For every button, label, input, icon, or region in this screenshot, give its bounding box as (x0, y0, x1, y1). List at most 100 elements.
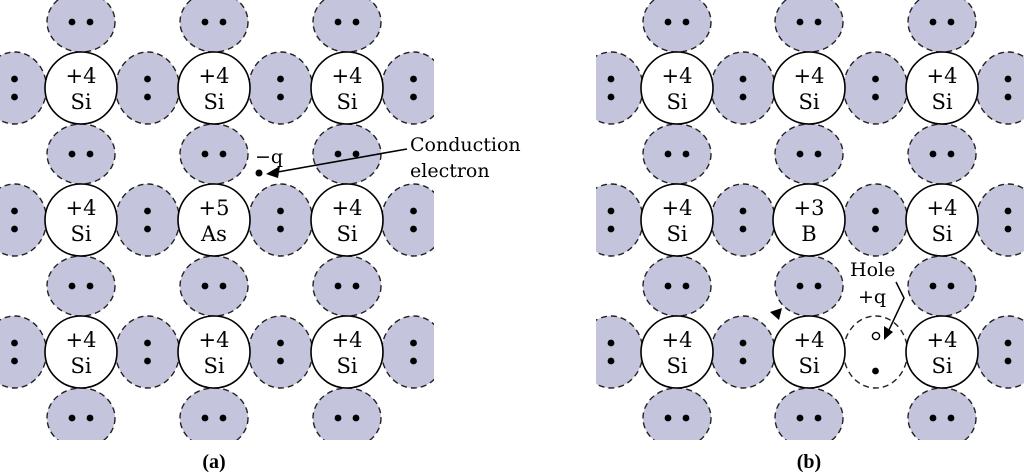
bond-lobe (596, 315, 644, 389)
atom-core (44, 315, 118, 389)
bond-lobe (380, 315, 434, 389)
valence-electron (872, 367, 879, 375)
valence-electron (814, 18, 822, 26)
atom-core (772, 183, 846, 257)
atom-symbol: Si (203, 90, 224, 114)
valence-electron (739, 339, 747, 347)
atom-charge: +4 (199, 64, 230, 88)
atom-symbol: Si (336, 90, 357, 114)
valence-electron (682, 150, 690, 158)
atom-core (640, 183, 714, 257)
atom-si: +4Si (905, 51, 979, 125)
valence-electron (144, 75, 151, 83)
atom-core (772, 51, 846, 125)
bond-lobe (596, 183, 644, 257)
bond-lobe (46, 123, 116, 185)
valence-electron (607, 357, 615, 365)
panel-a-atoms: +4Si+4Si+4Si+4Si+5As+4Si+4Si+4Si+4Si (44, 51, 384, 389)
callout-text-line2: electron (410, 160, 490, 182)
valence-electron (739, 225, 747, 233)
atom-si: +4Si (310, 315, 384, 389)
valence-electron (144, 207, 151, 215)
valence-electron (144, 339, 151, 347)
valence-electron (410, 207, 417, 215)
callout-text-line1: Conduction (410, 134, 521, 156)
valence-electron (947, 414, 955, 422)
valence-electron (201, 414, 209, 422)
bond-lobe (179, 0, 249, 53)
bond-lobe (179, 123, 249, 185)
atom-charge: +4 (66, 196, 97, 220)
bond-lobe (380, 183, 434, 257)
atom-si: +4Si (44, 51, 118, 125)
atom-symbol: Si (70, 222, 91, 246)
bond-lobe (774, 255, 844, 317)
valence-electron (68, 414, 76, 422)
panel-a-electrons (11, 18, 417, 422)
valence-electron (664, 414, 672, 422)
valence-electron (410, 93, 417, 101)
valence-electron (872, 207, 879, 215)
atom-core (310, 51, 384, 125)
valence-electron (144, 93, 151, 101)
atom-symbol: Si (666, 222, 687, 246)
valence-electron (144, 357, 151, 365)
atom-core (772, 315, 846, 389)
bond-lobe (0, 51, 48, 125)
electron-charge-label: −q (255, 146, 283, 168)
atom-si: +4Si (177, 315, 251, 389)
panel-b-atoms: +4Si+4Si+4Si+4Si+3B+4Si+4Si+4Si+4Si (640, 51, 979, 389)
valence-electron (219, 282, 227, 290)
bond-lobe (380, 51, 434, 125)
bond-lobe (247, 183, 314, 257)
bond-lobe (710, 315, 776, 389)
valence-electron (334, 414, 342, 422)
valence-electron (410, 75, 417, 83)
valence-electron (277, 93, 284, 101)
atom-charge: +5 (199, 196, 230, 220)
valence-electron (739, 93, 747, 101)
valence-electron (682, 282, 690, 290)
atom-charge: +4 (662, 196, 693, 220)
hole-pointer-arrowhead (884, 326, 893, 340)
valence-electron (352, 150, 360, 158)
hole-label: Hole (850, 259, 895, 281)
valence-electron (682, 414, 690, 422)
valence-electron (352, 414, 360, 422)
valence-electron (739, 357, 747, 365)
valence-electron (219, 150, 227, 158)
valence-electron (664, 18, 672, 26)
valence-electron (11, 75, 18, 83)
hole-bond (842, 315, 909, 389)
atom-charge: +4 (332, 328, 363, 352)
atom-as: +5As (177, 183, 251, 257)
valence-electron (277, 339, 284, 347)
valence-electron (11, 207, 18, 215)
atom-si: +4Si (44, 183, 118, 257)
atom-si: +4Si (177, 51, 251, 125)
valence-electron (796, 18, 804, 26)
valence-electron (814, 282, 822, 290)
bond-lobe (0, 315, 48, 389)
valence-electron (929, 18, 937, 26)
bond-lobe (907, 387, 977, 440)
atom-si: +4Si (310, 51, 384, 125)
atom-charge: +4 (794, 64, 825, 88)
bond-lobe (312, 255, 382, 317)
valence-electron (1004, 225, 1012, 233)
atom-symbol: Si (70, 90, 91, 114)
atom-symbol: Si (203, 354, 224, 378)
panel-b-electrons (607, 18, 1012, 422)
atom-si: +4Si (44, 315, 118, 389)
bond-lobe (642, 255, 712, 317)
valence-electron (739, 207, 747, 215)
bond-lobe (642, 0, 712, 53)
atom-symbol: Si (666, 354, 687, 378)
valence-electron (682, 18, 690, 26)
bond-lobe (842, 51, 909, 125)
valence-electron (929, 282, 937, 290)
hole-pointer-line (887, 281, 905, 333)
bond-lobe (774, 0, 844, 53)
atom-charge: +4 (794, 328, 825, 352)
